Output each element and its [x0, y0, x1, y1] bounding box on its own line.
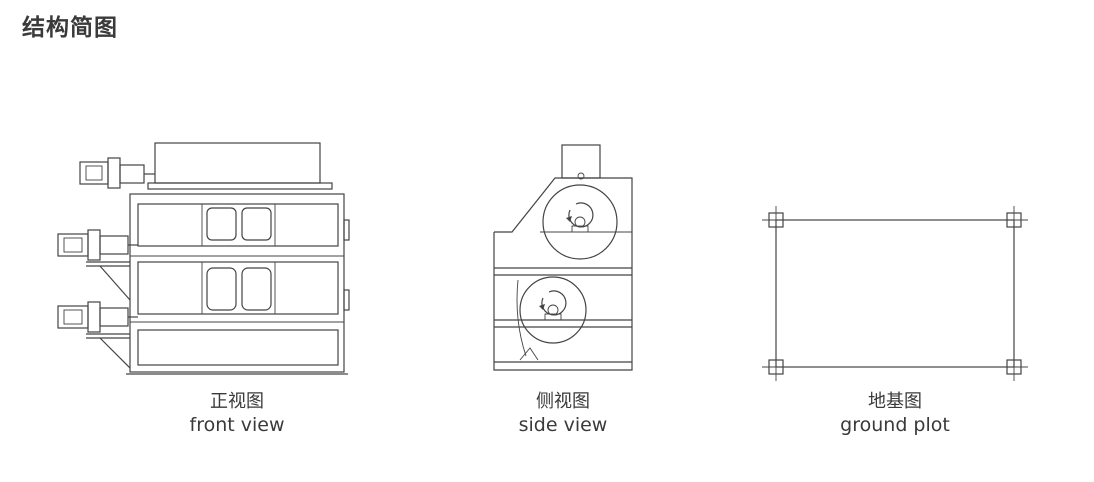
ground-plot-label-en: ground plot	[840, 414, 950, 436]
front-view-caption: 正视图 front view	[117, 391, 357, 437]
side-view-label-zh: 侧视图	[536, 391, 590, 412]
section-title: 结构简图	[22, 15, 118, 41]
ground-plot-label-zh: 地基图	[868, 391, 922, 412]
side-view-caption: 侧视图 side view	[443, 391, 683, 437]
side-view-label-en: side view	[518, 414, 608, 436]
ground-plot-drawing	[762, 206, 1028, 381]
front-view-drawing	[57, 142, 350, 375]
ground-plot-caption: 地基图 ground plot	[775, 391, 1015, 437]
side-view-drawing	[493, 144, 633, 371]
front-view-label-en: front view	[189, 414, 285, 436]
front-view-label-zh: 正视图	[210, 391, 264, 412]
